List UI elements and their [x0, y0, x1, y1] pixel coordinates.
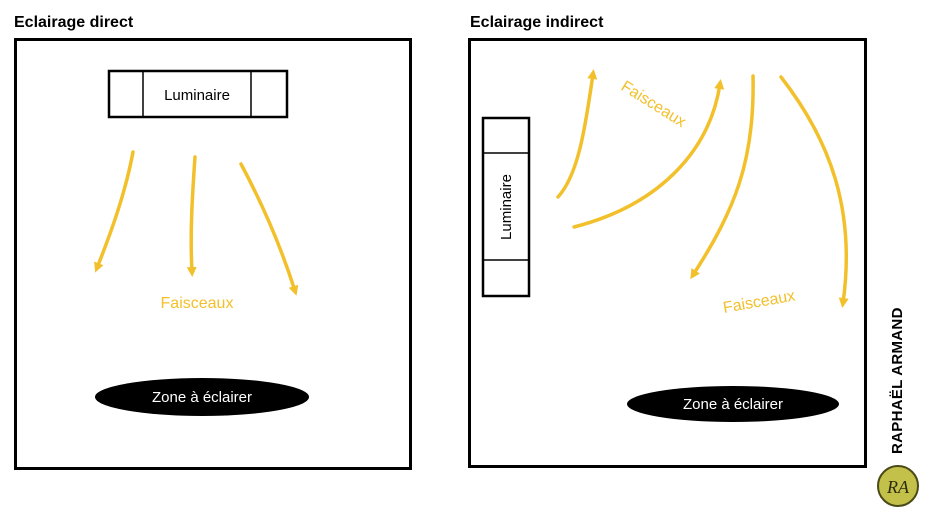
left-beams	[94, 150, 299, 296]
indirect-lighting-panel	[468, 38, 867, 468]
left-beam-arrow-1	[94, 150, 135, 273]
direct-lighting-panel	[14, 38, 412, 470]
left-zone-label: Zone à éclairer	[152, 389, 252, 406]
right-luminaire: Luminaire	[481, 116, 531, 298]
left-luminaire: Luminaire	[107, 69, 289, 119]
author-credit: RAPHAËL ARMAND	[889, 307, 906, 454]
right-beam-arrow-up-2	[572, 79, 725, 229]
left-title: Eclairage direct	[14, 14, 134, 31]
logo-text: RA	[886, 477, 910, 497]
right-beam-label-lower: Faisceaux	[722, 288, 797, 317]
right-luminaire-label: Luminaire	[498, 174, 515, 240]
ra-logo: RA	[877, 465, 919, 507]
right-beam-arrow-down-2	[779, 75, 849, 308]
right-zone-label: Zone à éclairer	[683, 396, 783, 413]
left-luminaire-label: Luminaire	[164, 87, 230, 104]
right-beam-arrow-down-1	[690, 74, 755, 280]
right-beam-label-upper: Faisceaux	[618, 78, 689, 131]
left-beam-label: Faisceaux	[161, 295, 234, 312]
right-beams	[556, 69, 849, 308]
left-beam-arrow-3	[239, 162, 299, 296]
left-zone: Zone à éclairer	[95, 378, 309, 416]
right-beam-arrow-up-1	[556, 69, 598, 199]
left-beam-arrow-2	[186, 155, 197, 277]
right-zone: Zone à éclairer	[627, 386, 839, 422]
right-title: Eclairage indirect	[470, 14, 604, 31]
